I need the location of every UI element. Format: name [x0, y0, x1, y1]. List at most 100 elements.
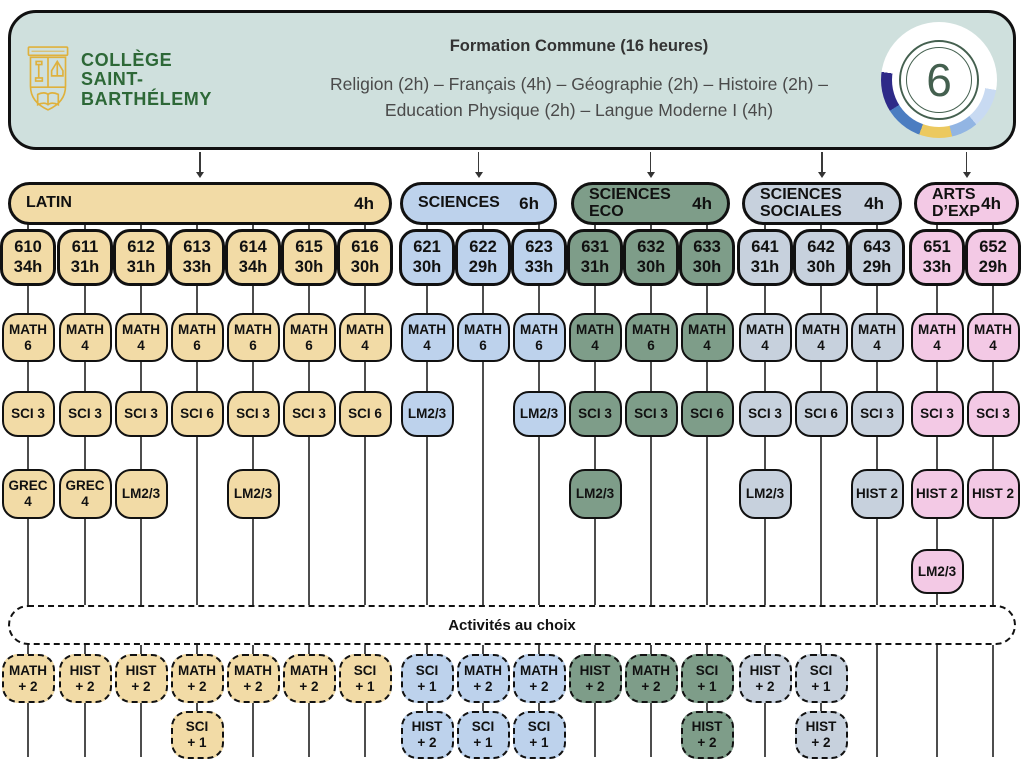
course-pill: SCI 6 [170, 391, 224, 437]
school-crest-icon [27, 46, 69, 111]
option-pill: SCI+ 1 [512, 711, 566, 759]
course-pill: HIST 2 [910, 469, 964, 519]
arrow-down-icon [474, 172, 483, 178]
column-line [308, 222, 310, 757]
track-label: ARTS D’EXP [932, 185, 981, 220]
year-badge: 6 [881, 22, 997, 138]
course-pill: LM2/3 [910, 549, 964, 594]
course-pill: SCI 6 [338, 391, 392, 437]
option-pill: SCI+ 1 [680, 654, 734, 703]
year-badge-ring [906, 47, 972, 113]
track-label: SCIENCES [418, 194, 500, 212]
course-pill: SCI 3 [226, 391, 280, 437]
option-pill: HIST+ 2 [738, 654, 792, 703]
course-pill: LM2/3 [400, 391, 454, 437]
school-logo: COLLÈGE SAINT- BARTHÉLEMY [27, 46, 277, 114]
option-pill: SCI+ 1 [400, 654, 454, 703]
column-line [364, 222, 366, 757]
option-pill: MATH+ 2 [226, 654, 280, 703]
column-line [820, 222, 822, 757]
connector-line [821, 152, 823, 173]
option-pill: MATH+ 2 [1, 654, 55, 703]
option-pill: HIST+ 2 [568, 654, 622, 703]
column-line [196, 222, 198, 757]
course-pill: LM2/3 [738, 469, 792, 519]
course-pill: SCI 3 [114, 391, 168, 437]
formation-commune-subjects-line1: Religion (2h) – Français (4h) – Géograph… [329, 73, 828, 94]
arrow-down-icon [962, 172, 971, 178]
course-pill: LM2/3 [226, 469, 280, 519]
option-pill: SCI+ 1 [794, 654, 848, 703]
track-label: SCIENCES ECO [589, 185, 671, 220]
course-pill: SCI 3 [738, 391, 792, 437]
track-label: LATIN [26, 194, 72, 212]
column-line [650, 222, 652, 757]
activities-label: Activités au choix [448, 616, 576, 634]
course-pill: LM2/3 [114, 469, 168, 519]
formation-commune-title: Formation Commune (16 heures) [449, 36, 709, 55]
course-pill: HIST 2 [850, 469, 904, 519]
course-pill: SCI 3 [282, 391, 336, 437]
year-number: 6 [926, 54, 952, 106]
activities-box: Activités au choix [8, 605, 1016, 645]
column-line [538, 222, 540, 757]
course-pill: SCI 3 [966, 391, 1020, 437]
course-pill: SCI 3 [568, 391, 622, 437]
track-hours: 6h [519, 193, 539, 213]
option-pill: SCI+ 1 [338, 654, 392, 703]
track-hours: 4h [864, 193, 884, 213]
option-pill: MATH+ 2 [456, 654, 510, 703]
connector-line [477, 152, 480, 173]
track-hours: 4h [354, 193, 374, 213]
arrow-down-icon [196, 172, 204, 178]
connector-line [965, 152, 968, 173]
formation-commune-subjects-line2: Education Physique (2h) – Langue Moderne… [384, 100, 774, 120]
option-pill: HIST+ 2 [794, 711, 848, 759]
connector-line [649, 152, 652, 173]
connector-line [199, 152, 201, 173]
course-pill: SCI 6 [794, 391, 848, 437]
option-pill: MATH+ 2 [170, 654, 224, 703]
option-pill: MATH+ 2 [624, 654, 678, 703]
option-pill: MATH+ 2 [282, 654, 336, 703]
course-pill: SCI 6 [680, 391, 734, 437]
option-pill: SCI+ 1 [456, 711, 510, 759]
course-pill: LM2/3 [512, 391, 566, 437]
track-hours: 4h [981, 193, 1001, 213]
formation-commune-header: COLLÈGE SAINT- BARTHÉLEMY Formation Comm… [8, 10, 1016, 150]
course-pill: SCI 3 [850, 391, 904, 437]
column-line [426, 222, 428, 757]
column-line [482, 222, 484, 757]
course-pill: LM2/3 [568, 469, 622, 519]
course-pill: SCI 3 [624, 391, 678, 437]
